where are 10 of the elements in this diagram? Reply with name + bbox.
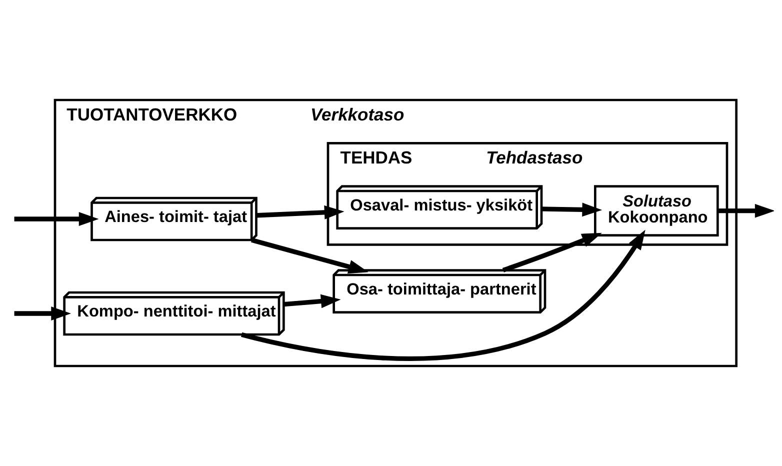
arrow: [542, 202, 602, 217]
arrow: [284, 294, 341, 308]
node-box: Solutaso Kokoonpano: [594, 185, 719, 236]
arrow: [14, 306, 72, 320]
arrow: [241, 230, 646, 361]
arrow: [718, 204, 774, 218]
arrow: [502, 232, 602, 272]
arrow: [14, 212, 99, 226]
arrow: [251, 238, 368, 274]
arrow: [256, 205, 344, 220]
